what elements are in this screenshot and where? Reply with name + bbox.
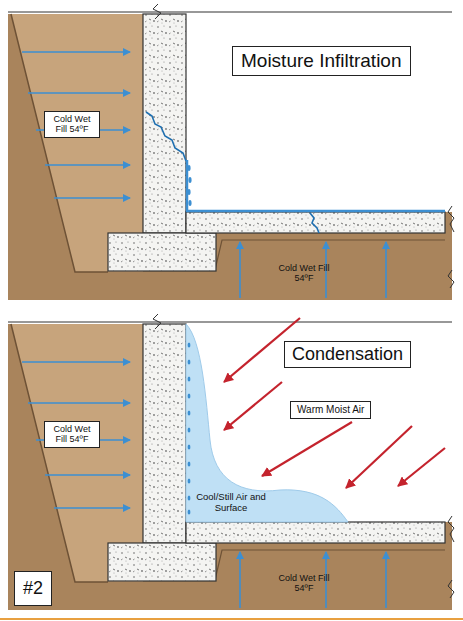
fill-label: Cold Wet Fill 54ºF <box>268 573 340 594</box>
box-text: Warm Moist Air <box>297 404 364 416</box>
box-text: #2 <box>23 578 43 599</box>
panel-number-box: #2 <box>14 571 52 606</box>
fill-label-box: Cold Wet Fill 54ºF <box>44 421 100 448</box>
box-text: Cold Wet Fill 54ºF <box>48 424 96 445</box>
box-text: Condensation <box>292 344 403 365</box>
fill-label-box: Cold Wet Fill 54ºF <box>44 111 100 138</box>
air-label-box: Warm Moist Air <box>290 401 371 419</box>
title-box: Moisture Infiltration <box>232 46 411 76</box>
box-text: Cold Wet Fill 54ºF <box>48 114 96 135</box>
title-box: Condensation <box>284 341 411 368</box>
fill-label: Cold Wet Fill 54ºF <box>268 263 340 284</box>
box-text: Moisture Infiltration <box>241 50 402 72</box>
air-surface-label: Cool/Still Air and Surface <box>194 492 268 514</box>
